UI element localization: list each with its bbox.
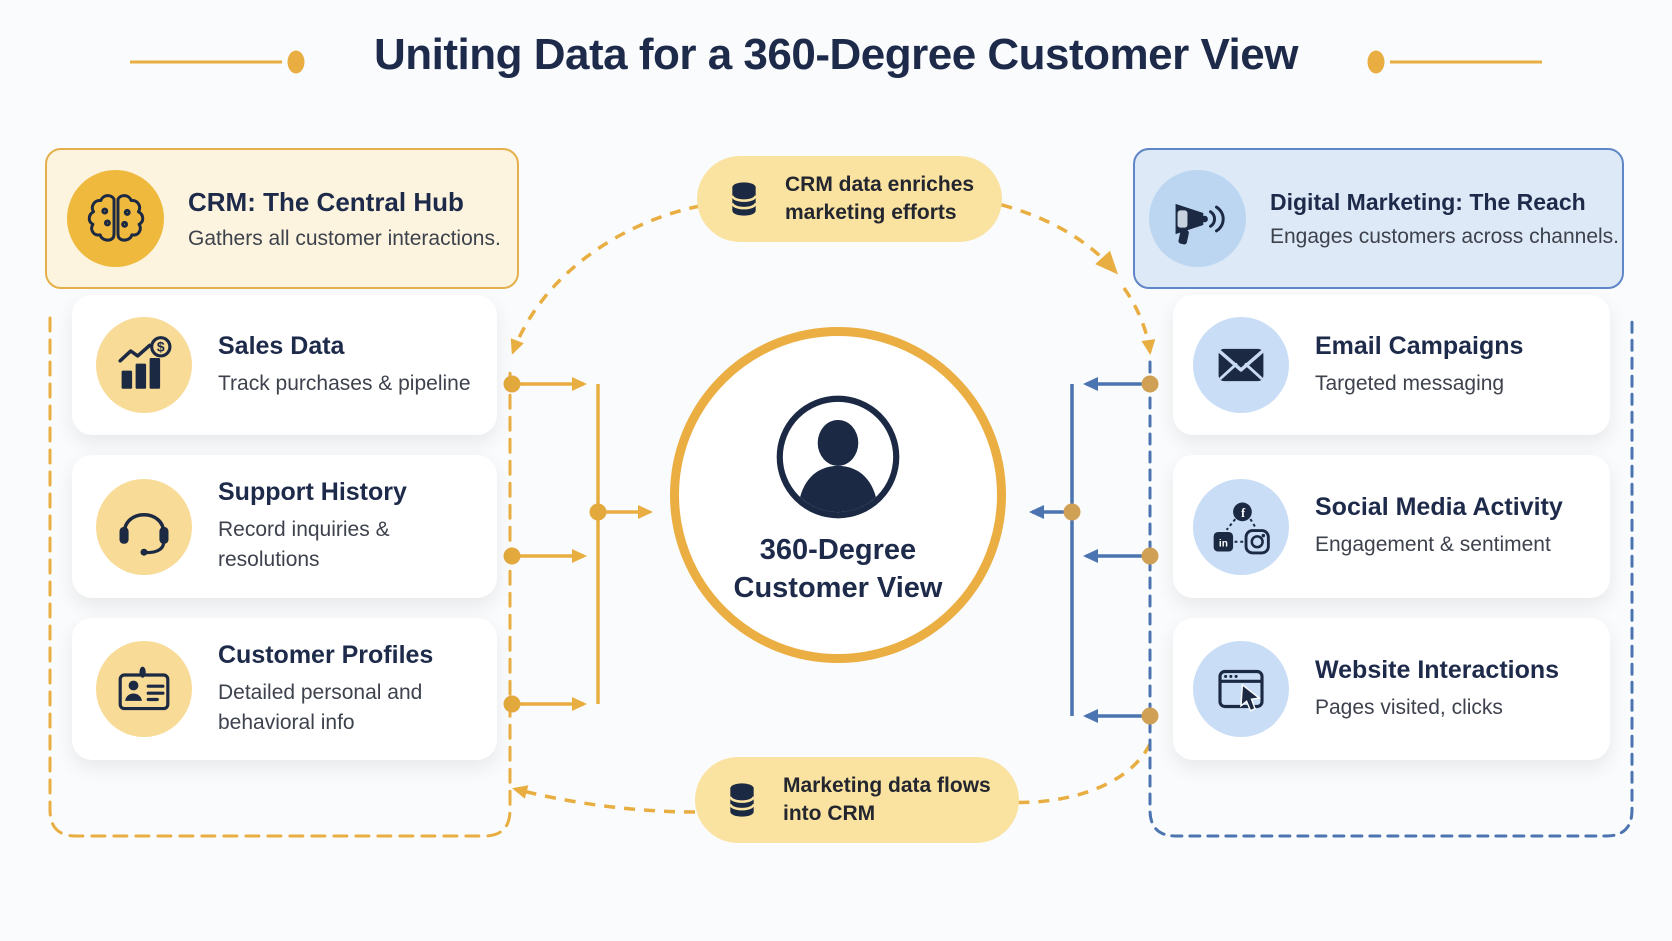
website-interactions-card: Website Interactions Pages visited, clic… [1173, 618, 1610, 760]
flow-top-right-curve [981, 198, 1119, 275]
title-decoration [130, 50, 1542, 74]
sales-data-card: $ Sales Data Track purchases & pipeline [72, 295, 497, 435]
svg-text:$: $ [157, 339, 165, 355]
hub-title: Digital Marketing: The Reach [1270, 188, 1586, 215]
marketing-dashed-bracket [1148, 320, 1634, 838]
flow-label-line2: into CRM [783, 802, 876, 825]
database-icon [731, 182, 757, 216]
page-title: Uniting Data for a 360-Degree Customer V… [374, 30, 1298, 79]
customer-view-circle: 360-Degree Customer View [670, 327, 1006, 663]
email-icon [1218, 348, 1264, 382]
card-title: Customer Profiles [218, 640, 434, 669]
email-campaigns-card: Email Campaigns Targeted messaging [1173, 295, 1610, 435]
card-subtitle: Targeted messaging [1315, 371, 1505, 395]
flow-top-left-curve [510, 204, 701, 355]
left-connector-dots [503, 375, 607, 713]
database-icon [729, 783, 755, 817]
center-label-line2: Customer View [733, 572, 943, 604]
card-subtitle: Engagement & sentiment [1315, 533, 1551, 557]
svg-text:f: f [1241, 505, 1246, 519]
browser-cursor-icon [1218, 669, 1264, 712]
headset-icon [119, 512, 169, 556]
right-connectors [1029, 377, 1150, 723]
right-connector-dots [1063, 375, 1159, 725]
customer-profiles-card: Customer Profiles Detailed personal and … [72, 618, 497, 760]
flow-label-line2: marketing efforts [785, 201, 957, 224]
card-title: Sales Data [218, 331, 345, 360]
crm-dashed-bracket [48, 316, 512, 838]
icon-badge: $ [96, 317, 192, 413]
flow-bottom-right-curve [1001, 743, 1152, 805]
card-subtitle: Track purchases & pipeline [218, 371, 471, 395]
icon-badge [1193, 641, 1289, 737]
person-icon [776, 395, 900, 519]
flow-label-line1: Marketing data flows [783, 773, 991, 797]
card-subtitle: Pages visited, clicks [1315, 695, 1503, 719]
icon-badge [67, 170, 164, 267]
icon-badge: f in [1193, 478, 1289, 575]
icon-badge [96, 478, 192, 575]
icon-badge [96, 641, 192, 737]
hub-subtitle: Engages customers across channels. [1270, 224, 1620, 248]
card-title: Website Interactions [1315, 655, 1560, 684]
megaphone-icon [1175, 203, 1225, 244]
support-history-card: Support History Record inquiries & resol… [72, 455, 497, 598]
brain-icon [87, 193, 144, 242]
hub-subtitle: Gathers all customer interactions. [188, 226, 501, 250]
card-subtitle: Record inquiries & resolutions [218, 518, 390, 571]
center-label-line1: 360-Degree [759, 534, 917, 567]
flow-bottom-left-curve [512, 785, 696, 814]
id-card-icon [118, 666, 170, 711]
icon-badge [1149, 170, 1246, 267]
svg-text:in: in [1219, 538, 1228, 549]
flow-top-pill: CRM data enriches marketing efforts [697, 156, 1003, 242]
card-subtitle: Detailed personal and behavioral info [218, 680, 423, 734]
hub-title: CRM: The Central Hub [188, 186, 464, 217]
flow-bottom-pill: Marketing data flows into CRM [695, 757, 1019, 843]
card-title: Support History [218, 478, 407, 507]
flow-label-line1: CRM data enriches [785, 172, 975, 196]
left-connectors [512, 377, 653, 711]
sales-chart-icon: $ [118, 336, 172, 389]
social-media-card: f in Social Media Activity Engagement & … [1173, 455, 1610, 598]
flow-top-right-tail [1122, 286, 1156, 355]
icon-badge [1193, 317, 1289, 413]
card-title: Social Media Activity [1315, 493, 1563, 522]
digital-marketing-hub-card: Digital Marketing: The Reach Engages cus… [1133, 148, 1624, 289]
crm-hub-card: CRM: The Central Hub Gathers all custome… [45, 148, 519, 289]
card-title: Email Campaigns [1315, 331, 1524, 360]
social-networks-icon: f in [1213, 502, 1270, 554]
